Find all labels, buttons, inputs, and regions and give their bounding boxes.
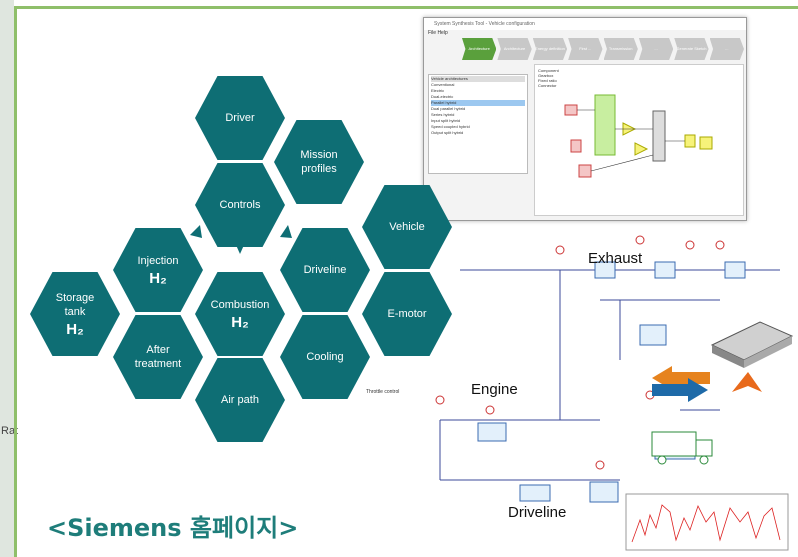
- arrow-right-icon: [652, 378, 708, 402]
- caption: <Siemens 홈페이지>: [47, 514, 299, 542]
- list-item[interactable]: Dual parallel hybrid: [431, 106, 466, 111]
- hex-label: Vehicle: [389, 221, 425, 233]
- hex-label: After treatment: [134, 344, 182, 370]
- hex-mission-profiles[interactable]: Mission profiles: [274, 120, 364, 204]
- hex-label: Mission profiles: [300, 149, 338, 175]
- hex-driveline[interactable]: Driveline: [280, 228, 370, 312]
- window-title: System Synthesis Tool - Vehicle configur…: [424, 18, 746, 30]
- hex-label: Cooling: [306, 351, 344, 363]
- truck-icon: [651, 431, 713, 465]
- list-item[interactable]: Output split hybrid: [431, 130, 464, 135]
- wizard-step[interactable]: Architecture definition: [462, 38, 497, 60]
- hex-controls[interactable]: Controls: [195, 163, 285, 247]
- wizard-step[interactable]: ...: [638, 38, 674, 60]
- speed-profile-plot: [625, 493, 789, 551]
- exhaust-label: Exhaust: [588, 250, 643, 267]
- window-menu: File Help: [428, 30, 448, 36]
- hex-sublabel: H₂: [149, 270, 167, 287]
- hex-cooling[interactable]: Cooling: [280, 315, 370, 399]
- list-item[interactable]: Conventional: [431, 82, 455, 87]
- wizard-step[interactable]: Energy definition: [532, 38, 568, 60]
- left-strip-label: Rat: [1, 425, 19, 437]
- list-item[interactable]: Electric: [431, 88, 445, 93]
- list-item[interactable]: Dual-electric: [431, 94, 454, 99]
- wizard-step[interactable]: Generate Sketch: [674, 38, 709, 60]
- hex-label: Air path: [221, 394, 259, 406]
- hex-driver[interactable]: Driver: [195, 76, 285, 160]
- list-item[interactable]: Speed coupled hybrid: [431, 124, 470, 129]
- matlab-logo-icon: [732, 372, 762, 392]
- wizard-step[interactable]: Architecture parameters: [497, 38, 532, 60]
- hex-air-path[interactable]: Air path: [195, 358, 285, 442]
- wizard-step[interactable]: Transmission: [603, 38, 638, 60]
- hex-vehicle[interactable]: Vehicle: [362, 185, 452, 269]
- hex-sublabel: H₂: [231, 314, 249, 331]
- wizard-step[interactable]: First ...: [568, 38, 603, 60]
- hex-label: Combustion: [210, 299, 270, 311]
- hex-label: E-motor: [387, 308, 427, 320]
- software-window: System Synthesis Tool - Vehicle configur…: [423, 17, 747, 221]
- legend-item: Component: [538, 68, 559, 73]
- throttle-label: Throttle control: [366, 389, 400, 395]
- canvas-legend: Component Gearbox Fixed ratio Connector: [538, 68, 559, 88]
- driveline-label: Driveline: [508, 504, 567, 521]
- legend-item: Connector: [538, 83, 557, 88]
- ecu-icon: [710, 321, 794, 368]
- list-item[interactable]: Parallel hybrid: [431, 100, 525, 106]
- hex-label: Driver: [225, 112, 255, 124]
- architecture-sketch: [564, 94, 713, 178]
- legend-item: Fixed ratio: [538, 78, 557, 83]
- list-item[interactable]: Input split hybrid: [431, 118, 461, 123]
- hex-label: Driveline: [303, 264, 347, 276]
- left-edge-strip: Rat: [0, 0, 18, 557]
- hex-label: Injection: [137, 255, 179, 267]
- engine-label: Engine: [471, 381, 518, 398]
- architecture-canvas: Component Gearbox Fixed ratio Connector: [534, 64, 744, 216]
- legend-item: Gearbox: [538, 73, 554, 78]
- wizard-steps: Architecture definition Architecture par…: [462, 38, 744, 60]
- list-item[interactable]: Series hybrid: [431, 112, 455, 117]
- hex-e-motor[interactable]: E-motor: [362, 272, 452, 356]
- hex-label: Controls: [219, 199, 261, 211]
- slide-frame: [14, 6, 798, 557]
- architecture-list: Vehicle architectures Conventional Elect…: [428, 74, 528, 174]
- hex-label: Storage tank: [55, 292, 95, 318]
- hex-sublabel: H₂: [66, 321, 84, 338]
- list-header: Vehicle architectures: [431, 76, 525, 82]
- hex-after-treatment[interactable]: After treatment: [113, 315, 203, 399]
- wizard-step[interactable]: ...: [709, 38, 744, 60]
